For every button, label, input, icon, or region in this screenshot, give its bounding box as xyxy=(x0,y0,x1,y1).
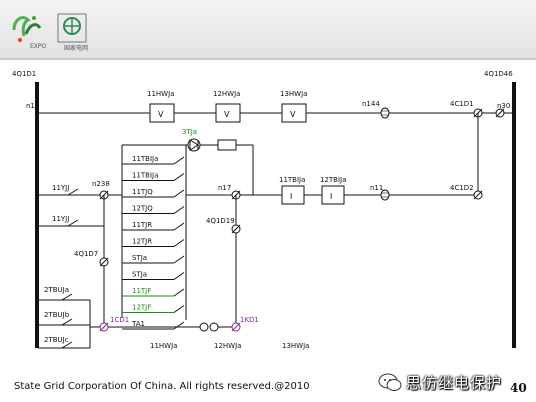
mid-relay-2-label: 12TBIJa xyxy=(320,176,346,184)
tbuj-contact-c-label: 2TBUJc xyxy=(44,336,69,344)
middle-line-resistor-icon xyxy=(380,189,390,201)
terminal-label-q1d7: 4Q1D7 xyxy=(74,250,98,258)
node-label-n30: n30 xyxy=(497,102,510,110)
yjj-contact-1-icon xyxy=(67,188,79,196)
terminal-kd1-icon xyxy=(231,322,241,332)
top-line-resistor-icon xyxy=(380,107,390,119)
yjj-contact-2-icon xyxy=(67,219,79,227)
contact-label: TA1 xyxy=(131,320,145,328)
top-relay-2-box xyxy=(215,103,241,123)
slide-header: EXPO 国家电网 xyxy=(0,0,536,58)
terminal-label-cd1: 1CD1 xyxy=(110,316,129,324)
green-relay-label: 3TJa xyxy=(182,128,197,136)
top-relay-3-label: 13HWJa xyxy=(280,90,307,98)
terminal-label-top-right: 4Q1D46 xyxy=(484,70,513,78)
contact-switch-icon xyxy=(173,288,185,297)
mid-relay-1-symbol: I xyxy=(290,192,292,201)
cd1-connector-icon xyxy=(199,322,219,332)
top-relay-1-symbol: V xyxy=(158,110,164,119)
footer-copyright: State Grid Corporation Of China. All rig… xyxy=(14,381,310,392)
top-relay-3-symbol: V xyxy=(290,110,296,119)
contact-switch-icon xyxy=(173,189,185,198)
mid-relay-2: 12TBIJa I xyxy=(320,176,346,205)
contact-label: STJa xyxy=(132,271,147,279)
mid-relay-2-box xyxy=(321,185,345,205)
top-relay-2-symbol: V xyxy=(224,110,230,119)
terminal-c1d2-icon xyxy=(473,190,483,200)
expo-logo-icon xyxy=(12,16,42,42)
contact-switch-icon xyxy=(173,206,185,214)
top-relay-1-box xyxy=(149,103,175,123)
right-bus-bar xyxy=(512,82,516,348)
terminal-label-c1d1: 4C1D1 xyxy=(450,100,474,108)
stategrid-logo-frame xyxy=(57,13,87,43)
contact-label: 11TBIJa xyxy=(132,172,158,180)
contact-switch-icon xyxy=(173,156,185,165)
top-relay-1-label: 11HWJa xyxy=(147,90,174,98)
node-label-n11: n11 xyxy=(370,184,383,192)
terminal-q1d19-icon xyxy=(231,224,241,234)
terminal-label-top-left: 4Q1D1 xyxy=(12,70,36,78)
bottom-label-1: 11HWJa xyxy=(150,342,177,350)
contact-switch-icon xyxy=(173,173,185,181)
tbuj-contact-a-icon xyxy=(61,293,73,301)
header-divider xyxy=(0,58,536,60)
green-relay-coil-box xyxy=(217,139,237,151)
contact-label: 12TJF xyxy=(132,304,151,312)
contact-switch-icon xyxy=(173,222,185,231)
terminal-label-c1d2: 4C1D2 xyxy=(450,184,474,192)
top-relay-2: 12HWJa V xyxy=(213,90,241,123)
tbuj-contact-b-label: 2TBUJb xyxy=(44,311,70,319)
stategrid-caption: 国家电网 xyxy=(64,44,88,52)
watermark-text: 思仿继电保护 xyxy=(406,374,503,392)
top-relay-1: 11HWJa V xyxy=(147,90,175,123)
contact-switch-icon xyxy=(173,255,185,264)
contact-label: 11TBIJa xyxy=(132,155,158,163)
yjj-contact-1-label: 11YJJ xyxy=(52,184,69,192)
tbuj-contact-b-icon xyxy=(61,318,73,326)
contact-label: 11TJR xyxy=(132,221,152,229)
contact-switch-icon xyxy=(173,305,185,313)
terminal-label-kd1: 1KD1 xyxy=(240,316,259,324)
terminal-q1d7-icon xyxy=(99,257,109,267)
top-relay-2-label: 12HWJa xyxy=(213,90,240,98)
mid-relay-1-box xyxy=(281,185,305,205)
mid-relay-2-symbol: I xyxy=(330,192,332,201)
contact-switch-icon xyxy=(173,239,185,247)
node-label-n144: n144 xyxy=(362,100,380,108)
bottom-label-3: 13HWJa xyxy=(282,342,309,350)
page-number: 40 xyxy=(510,381,527,395)
stategrid-logo-icon xyxy=(63,17,81,35)
node-label-n238: n238 xyxy=(92,180,110,188)
top-relay-3-box xyxy=(281,103,307,123)
mid-relay-1-label: 11TBIJa xyxy=(279,176,305,184)
green-relay-diode-icon xyxy=(187,138,201,152)
left-bus-bar xyxy=(35,82,39,348)
contact-label: STJa xyxy=(132,254,147,262)
tbuj-contact-c-icon xyxy=(61,341,73,349)
contact-ladder: 11TBIJa11TBIJa11TJQ12TJQ11TJR12TJRSTJaST… xyxy=(122,155,185,330)
node-label-n1: n1 xyxy=(26,102,35,110)
contact-label: 12TJR xyxy=(132,238,152,246)
contact-label: 11TJF xyxy=(132,287,151,295)
contact-label: 12TJQ xyxy=(132,205,153,213)
yjj-contact-2-label: 11YJJ xyxy=(52,215,69,223)
top-relay-3: 13HWJa V xyxy=(280,90,307,123)
bottom-label-2: 12HWJa xyxy=(214,342,241,350)
contact-switch-icon xyxy=(173,321,185,330)
terminal-label-q1d19: 4Q1D19 xyxy=(206,217,235,225)
terminal-n30-icon xyxy=(495,108,505,118)
node-label-n17: n17 xyxy=(218,184,231,192)
mid-relay-1: 11TBIJa I xyxy=(279,176,305,205)
expo-caption: EXPO xyxy=(30,43,47,50)
wechat-icon xyxy=(378,373,402,391)
terminal-cd1-icon xyxy=(99,322,109,332)
contact-label: 11TJQ xyxy=(132,188,153,196)
logo-group: EXPO 国家电网 xyxy=(12,13,88,52)
contact-switch-icon xyxy=(173,272,185,280)
tbuj-contact-a-label: 2TBUJa xyxy=(44,286,69,294)
